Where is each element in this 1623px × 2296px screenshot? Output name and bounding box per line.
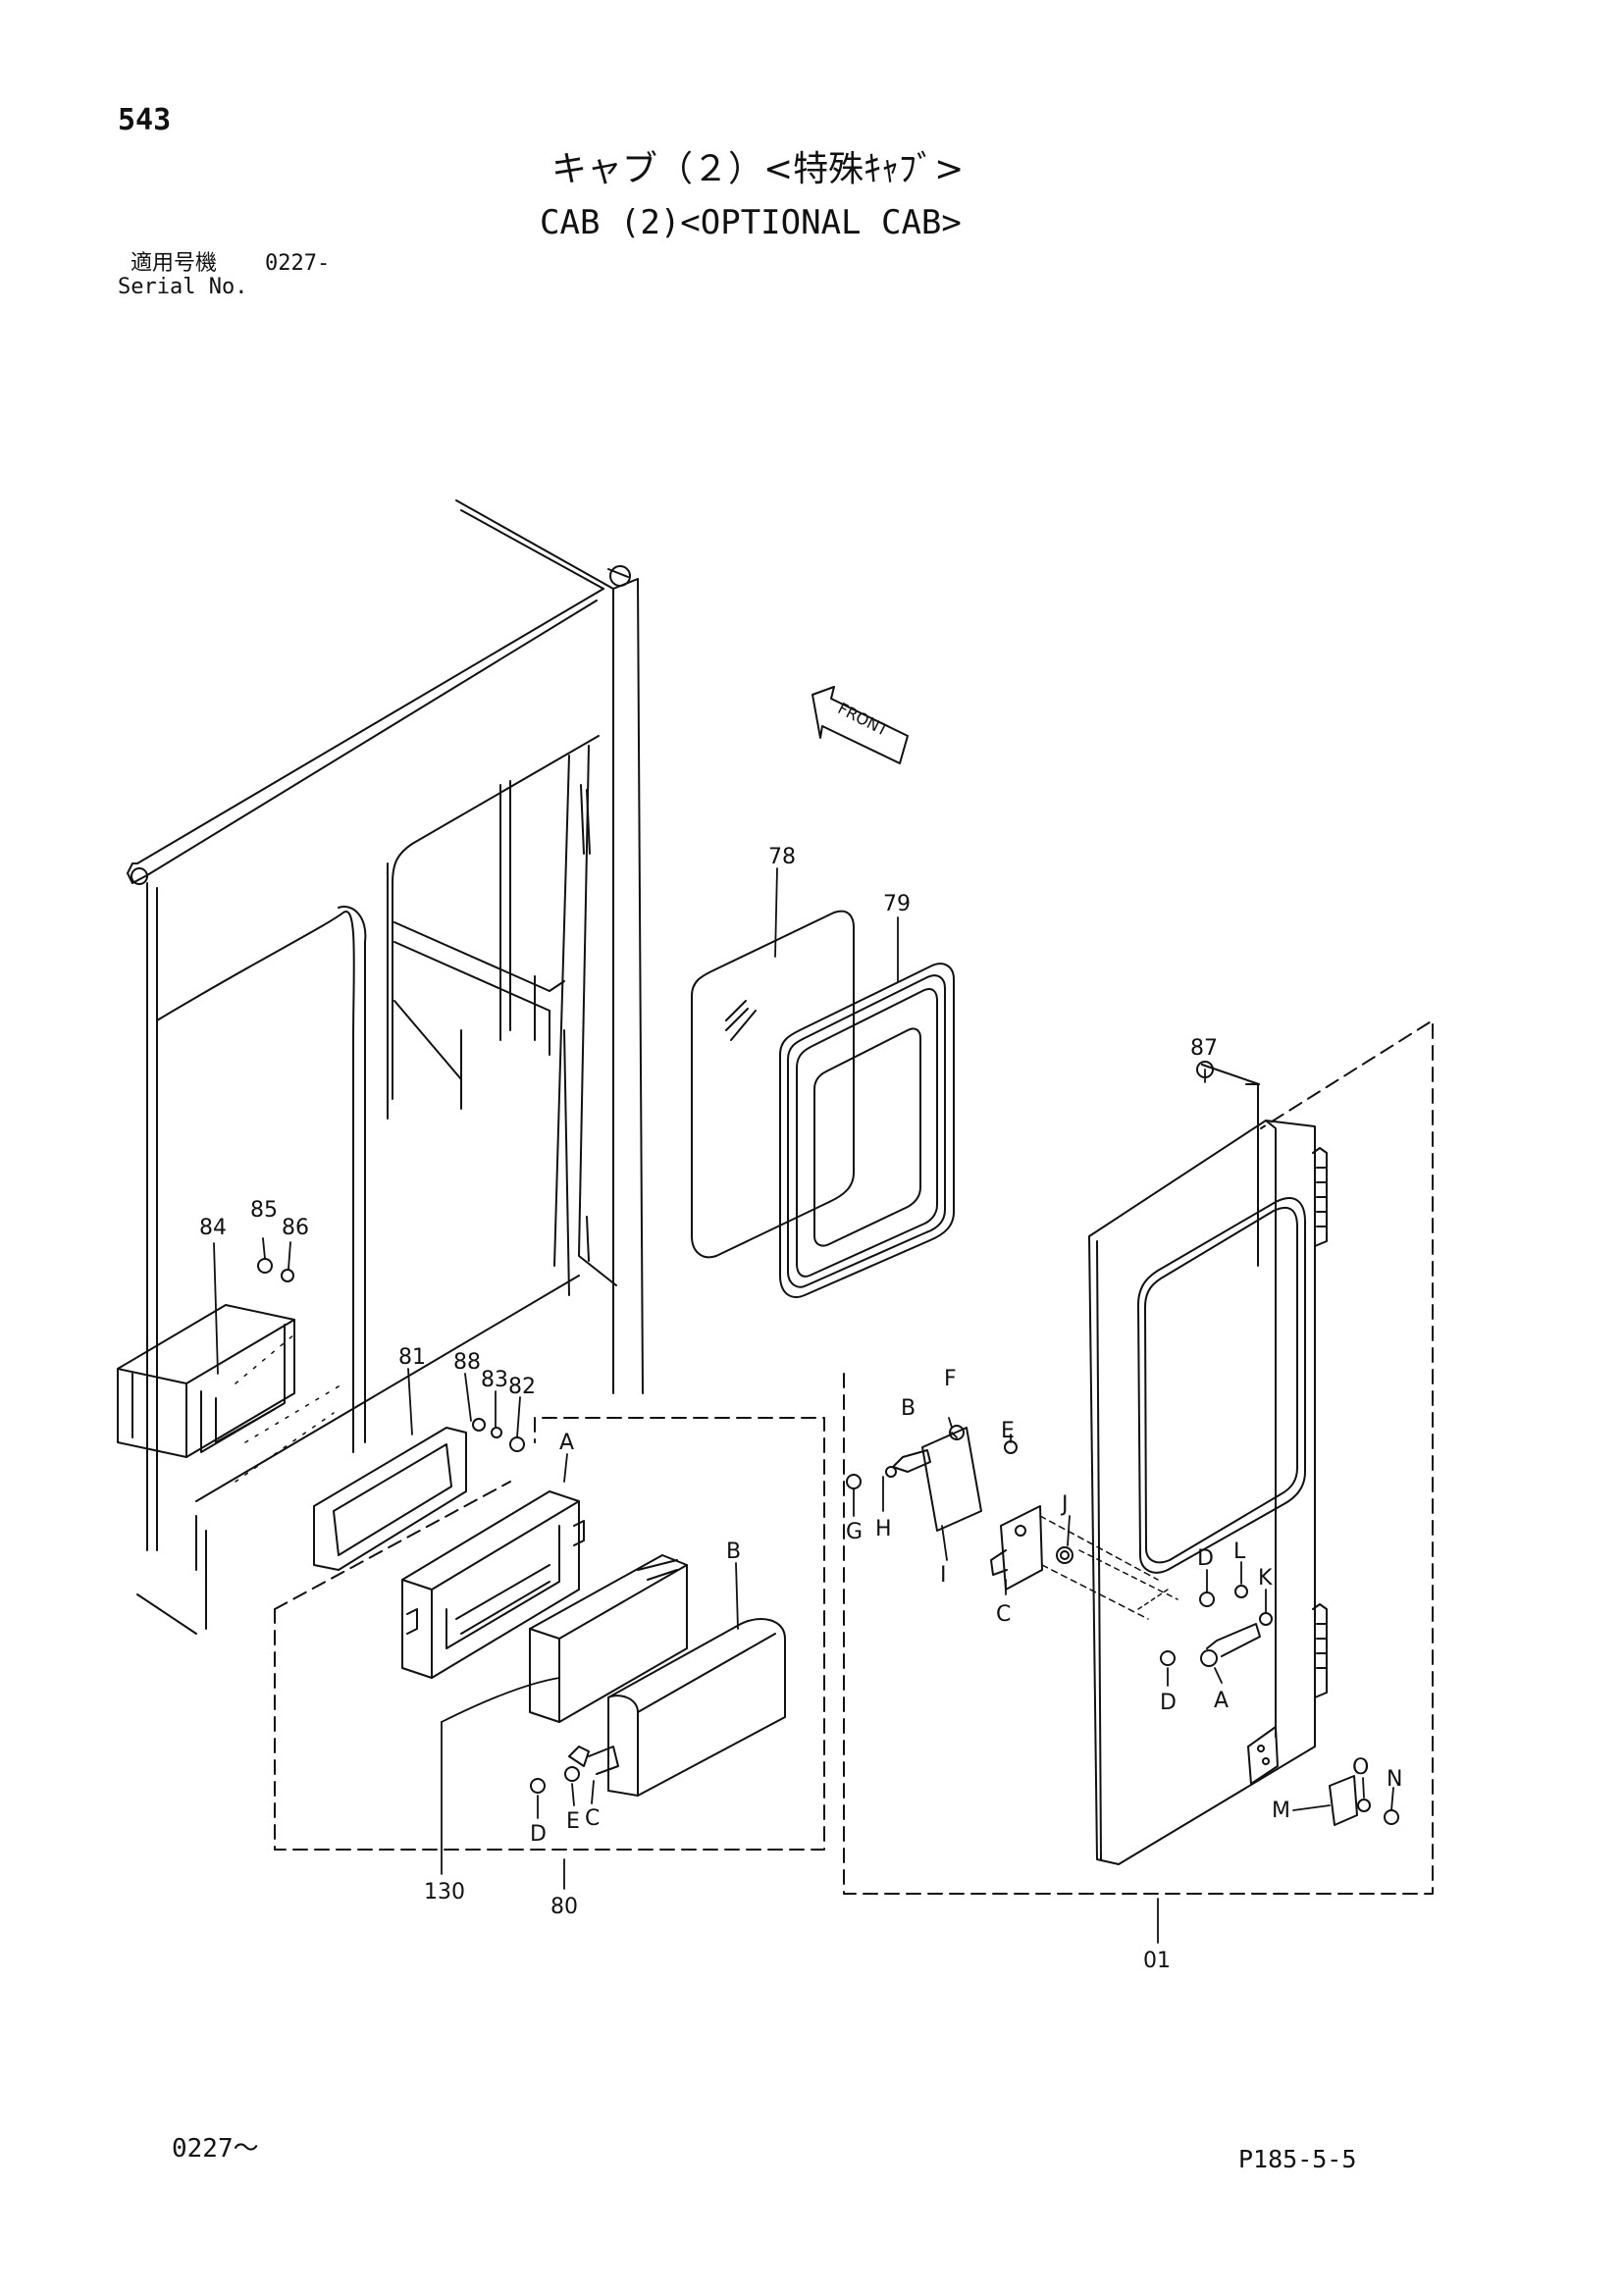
callout-79: 79 (883, 892, 911, 916)
callout-g: G (846, 1520, 863, 1544)
callout-l: L (1233, 1539, 1246, 1564)
filter-cover (607, 1618, 786, 1797)
callout-78: 78 (768, 845, 796, 869)
callout-k: K (1258, 1566, 1273, 1591)
leader-lines (213, 867, 1394, 1944)
callout-85: 85 (250, 1198, 278, 1223)
callout-a-right: A (1214, 1689, 1229, 1713)
callout-n: N (1387, 1767, 1402, 1792)
callout-j: J (1060, 1492, 1069, 1517)
callout-83: 83 (481, 1368, 508, 1392)
filter-element (529, 1554, 688, 1723)
serial-label-japanese: 適用号機 (131, 251, 218, 276)
callout-d-bottom: D (1160, 1691, 1177, 1715)
title-english: CAB (2)<OPTIONAL CAB> (540, 203, 962, 242)
page-number: 543 (118, 103, 172, 137)
callout-d-top: D (1197, 1546, 1214, 1571)
callout-c-right: C (996, 1602, 1011, 1627)
callout-86: 86 (282, 1216, 309, 1240)
serial-range-footer: 0227～ (172, 2134, 259, 2164)
callout-i: I (940, 1563, 947, 1588)
callout-88: 88 (453, 1350, 481, 1375)
vent-duct (117, 1258, 295, 1458)
filter-bolt-parts (530, 1746, 619, 1794)
callout-e-right: E (1001, 1419, 1015, 1443)
serial-value: 0227- (265, 251, 331, 276)
callout-d-left: D (530, 1822, 547, 1847)
door-assembly (1088, 1120, 1328, 1865)
callout-87: 87 (1190, 1036, 1218, 1061)
callout-f: F (944, 1367, 957, 1391)
callout-o: O (1352, 1755, 1369, 1780)
title-japanese: キャブ（２）<特殊ｷｬﾌﾞ> (551, 149, 965, 189)
filter-assembly-boundary (274, 1417, 825, 1851)
weatherstrip (779, 963, 955, 1298)
callout-a-left: A (559, 1431, 574, 1455)
door-assembly-boundary (843, 1019, 1434, 1895)
serial-label-english: Serial No. (118, 275, 248, 299)
door-latch-parts (846, 1425, 1399, 1826)
cab-body (127, 499, 644, 1635)
reference-code: P185-5-5 (1238, 2145, 1357, 2173)
front-arrow-label: FRONT (835, 699, 892, 740)
callout-h: H (875, 1517, 892, 1541)
callout-130: 130 (424, 1880, 465, 1905)
window-glass (691, 910, 855, 1259)
front-arrow: FRONT (812, 686, 909, 764)
callout-m: M (1272, 1799, 1290, 1823)
callout-b-left: B (726, 1539, 741, 1564)
callout-81: 81 (398, 1345, 426, 1370)
callout-01: 01 (1143, 1949, 1171, 1973)
callout-80: 80 (550, 1895, 578, 1919)
callout-c-left: C (585, 1806, 600, 1831)
filter-case (401, 1490, 585, 1679)
callout-82: 82 (508, 1375, 536, 1399)
callout-e-left: E (566, 1809, 580, 1834)
vent-grille (313, 1418, 525, 1571)
callout-labels: 78 79 87 84 85 86 81 88 83 82 A B B F E … (199, 845, 1402, 1973)
callout-b-right: B (901, 1396, 916, 1421)
callout-84: 84 (199, 1216, 227, 1240)
